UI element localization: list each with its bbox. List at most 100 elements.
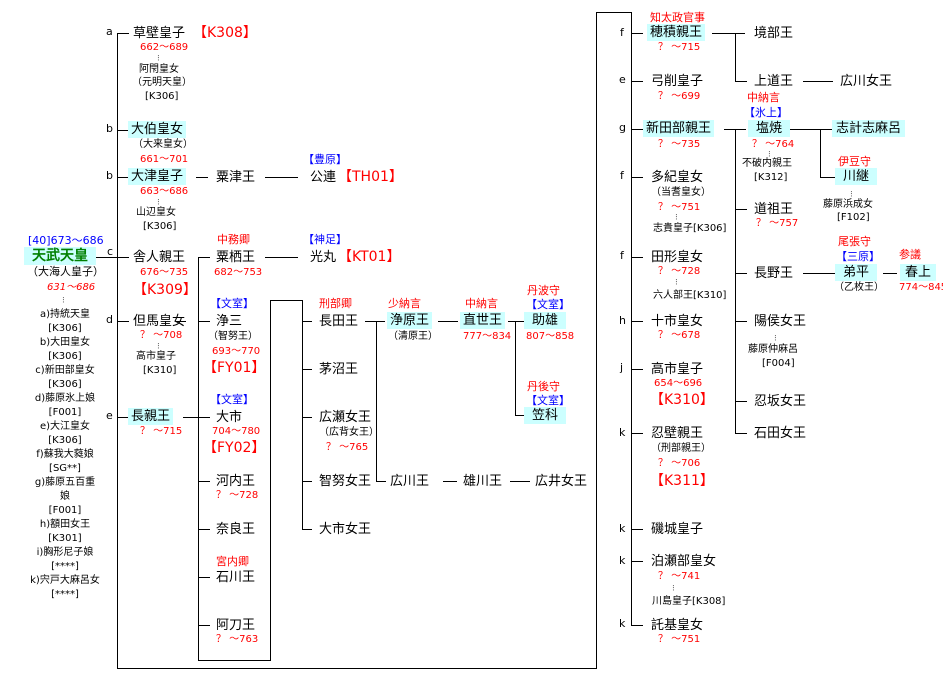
kamitsumichi-name[interactable]: 上道王 <box>754 74 794 89</box>
hirose-name[interactable]: 広瀬女王 <box>319 410 372 425</box>
line <box>117 33 118 669</box>
line <box>735 33 736 81</box>
line <box>198 529 210 530</box>
code-link[interactable]: 【K310】 <box>650 392 714 408</box>
wife-code: [****] <box>51 561 79 572</box>
wife-code: [K306] <box>48 379 82 390</box>
spouse-code: [F102] <box>837 212 870 223</box>
line <box>117 33 129 34</box>
hirokawa-jo-name[interactable]: 広川女王 <box>840 74 893 89</box>
nara-name[interactable]: 奈良王 <box>216 522 256 537</box>
line <box>883 273 897 274</box>
dates: 682～753 <box>214 267 263 278</box>
wife: a)持統天皇 <box>39 309 91 320</box>
spouse-dot: ⁝ <box>62 296 65 306</box>
hiroi-name[interactable]: 広井女王 <box>535 474 588 489</box>
code-link[interactable]: 【FY02】 <box>203 440 266 456</box>
spouse-dot: ⁝ <box>157 54 160 64</box>
oichi-jo-name[interactable]: 大市女王 <box>319 522 372 537</box>
line <box>302 369 312 370</box>
code-link[interactable]: 【TH01】 <box>338 169 403 185</box>
mother-letter: g <box>619 121 626 134</box>
hozumi-name[interactable]: 穂積親王 <box>647 24 706 41</box>
line <box>508 321 524 322</box>
takata-name[interactable]: 田形皇女 <box>651 250 704 265</box>
code-link[interactable]: 【KT01】 <box>338 249 401 265</box>
hatsusebe-name[interactable]: 泊瀬部皇女 <box>651 554 717 569</box>
mitsumaru-name[interactable]: 光丸 <box>310 250 337 265</box>
shiki-name[interactable]: 磯城皇子 <box>651 522 704 537</box>
line <box>95 257 117 258</box>
oichi-name[interactable]: 大市 <box>216 410 243 425</box>
yako-name[interactable]: 陽侯女王 <box>754 314 807 329</box>
alias: （広背女王） <box>319 427 379 438</box>
line <box>515 321 516 416</box>
line <box>735 401 747 402</box>
line <box>735 273 747 274</box>
taki-jo-name[interactable]: 託基皇女 <box>651 618 704 633</box>
kawatsugu-name[interactable]: 川継 <box>835 168 878 185</box>
nagano-name[interactable]: 長野王 <box>754 266 794 281</box>
osakabe-name[interactable]: 忍壁親王 <box>651 426 704 441</box>
line <box>117 668 597 669</box>
line <box>631 81 643 82</box>
clan: 【三原】 <box>836 250 880 263</box>
tenmu-name[interactable]: 天武天皇 <box>24 247 96 265</box>
line <box>735 129 736 433</box>
tochi-name[interactable]: 十市皇女 <box>651 314 704 329</box>
code-link[interactable]: 【K311】 <box>650 473 714 489</box>
kiyohara-name[interactable]: 浄原王 <box>387 312 433 329</box>
line <box>631 177 643 178</box>
haruue-name[interactable]: 春上 <box>900 264 937 281</box>
line <box>735 209 747 210</box>
mother-letter: d <box>106 313 113 326</box>
niitabe-name[interactable]: 新田部親王 <box>643 120 715 137</box>
alias: （智努王） <box>208 331 258 342</box>
spouse-name: 藤原浜成女 <box>823 199 873 210</box>
nagata-name[interactable]: 長田王 <box>319 314 359 329</box>
takechi-name[interactable]: 高市皇子 <box>651 362 704 377</box>
taki-name[interactable]: 多紀皇女 <box>651 170 704 185</box>
sakaibe-name[interactable]: 境部王 <box>754 26 794 41</box>
line <box>176 321 186 322</box>
code-link[interactable]: 【K309】 <box>133 282 197 298</box>
kimitsura-name[interactable]: 公連 <box>310 170 337 185</box>
ato-name[interactable]: 阿刀王 <box>216 618 256 633</box>
okawa-name[interactable]: 雄川王 <box>463 474 503 489</box>
dates: ？ ～751 <box>658 202 701 213</box>
ishikawa-name[interactable]: 石川王 <box>216 570 256 585</box>
kiyomi-name[interactable]: 浄三 <box>216 314 243 329</box>
alias: （刑部親王） <box>651 443 711 454</box>
line <box>735 321 747 322</box>
toneri-name[interactable]: 舎人親王 <box>133 250 186 265</box>
title: 中務卿 <box>217 233 250 246</box>
otohira-name[interactable]: 弟平 <box>835 264 878 281</box>
funado-name[interactable]: 道祖王 <box>754 202 794 217</box>
oku-name[interactable]: 大伯皇女 <box>128 121 187 138</box>
shikeshimaro-name[interactable]: 志計志麻呂 <box>832 120 906 137</box>
kawachi-name[interactable]: 河内王 <box>216 474 256 489</box>
shioyaki-name[interactable]: 塩焼 <box>748 120 791 137</box>
kusakabe-code[interactable]: 【K308】 <box>193 25 257 41</box>
osaka-name[interactable]: 忍坂女王 <box>754 394 807 409</box>
kusakabe-name[interactable]: 草壁皇子 <box>133 26 186 41</box>
code-link[interactable]: 【FY01】 <box>203 360 266 376</box>
mother-letter: e <box>106 409 113 422</box>
dates: ？ ～728 <box>216 490 259 501</box>
naoyo-name[interactable]: 直世王 <box>460 312 506 329</box>
awazu-name[interactable]: 粟津王 <box>216 170 256 185</box>
wife: f)蘇我大蕤娘 <box>36 449 94 460</box>
chinu-jo-name[interactable]: 智努女王 <box>319 474 372 489</box>
chinu-name[interactable]: 茅沼王 <box>319 362 359 377</box>
tajima-name[interactable]: 但馬皇女 <box>133 314 186 329</box>
kasashina-name[interactable]: 笠科 <box>524 407 567 424</box>
line <box>117 177 129 178</box>
yuge-name[interactable]: 弓削皇子 <box>651 74 704 89</box>
sukeo-name[interactable]: 助雄 <box>524 312 567 329</box>
kurusu-name[interactable]: 粟栖王 <box>216 250 256 265</box>
naga-name[interactable]: 長親王 <box>128 408 174 425</box>
hirokawa-name[interactable]: 広川王 <box>390 474 430 489</box>
otsu-name[interactable]: 大津皇子 <box>128 168 187 185</box>
ishida-name[interactable]: 石田女王 <box>754 426 807 441</box>
dates: 654～696 <box>654 378 703 389</box>
